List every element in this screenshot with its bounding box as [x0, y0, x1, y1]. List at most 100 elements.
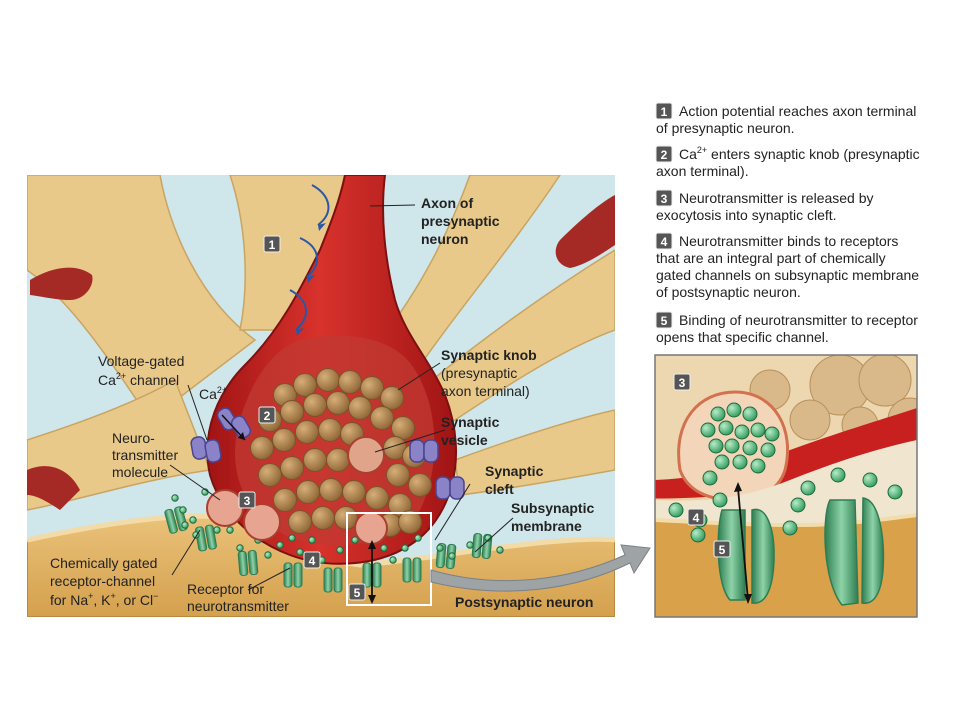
- synaptic-vesicle: [311, 506, 335, 530]
- inset-channel-arrow: [737, 487, 749, 601]
- leader-lines: [169, 204, 514, 591]
- synaptic-vesicle: [316, 368, 340, 392]
- receptor-channel: [402, 557, 422, 583]
- inset-neurotransmitter-molecule: [714, 454, 730, 470]
- step-2-text: Ca2+ enters synaptic knob (presynaptic a…: [656, 145, 924, 179]
- main-synapse-panel: Axon of presynaptic neuron Voltage-gated…: [27, 175, 615, 617]
- channel-open-arrowhead-up: [368, 540, 376, 549]
- synaptic-vesicle: [360, 376, 384, 400]
- badge-2: 2: [258, 406, 276, 424]
- neurotransmitter-molecule: [171, 494, 179, 502]
- axon-label: Axon of presynaptic neuron: [421, 195, 503, 247]
- synaptic-vesicle: [295, 420, 319, 444]
- neurotransmitter-molecule: [389, 556, 397, 564]
- synaptic-vesicle: [386, 463, 410, 487]
- exocytosis-vesicle-mid: [243, 503, 281, 541]
- neurotransmitter-molecule: [308, 536, 316, 544]
- synaptic-vesicle: [326, 391, 350, 415]
- synaptic-vesicle: [319, 478, 343, 502]
- inset-arrowhead-down: [744, 594, 752, 604]
- synaptic-knob-label: Synaptic knob (presynaptic axon terminal…: [441, 347, 541, 399]
- receptor-label: Receptor for neurotransmitter: [187, 581, 289, 614]
- synaptic-vesicle: [250, 436, 274, 460]
- svg-text:2: 2: [661, 148, 668, 162]
- neurotransmitter-molecule: [466, 541, 474, 549]
- neurotransmitter-molecule: [351, 536, 359, 544]
- inset-neurotransmitter-molecule: [750, 458, 766, 474]
- synaptic-vesicle: [326, 448, 350, 472]
- inset-receptor-channel-right: [824, 497, 885, 606]
- inset-neurotransmitter-molecule: [718, 420, 734, 436]
- ca-channel-right-upper: [409, 439, 439, 463]
- inset-receptor-channel-left: [717, 508, 775, 604]
- inset-neurotransmitter-molecule: [734, 424, 750, 440]
- receptor-channel: [283, 562, 303, 588]
- synaptic-vesicle: [272, 428, 296, 452]
- ca-channel-left-lower: [190, 436, 222, 463]
- chemically-gated-channel-label: Chemically gated receptor-channel for Na…: [50, 555, 161, 608]
- synaptic-vesicle: [280, 456, 304, 480]
- step-4-text: Neurotransmitter binds to receptors that…: [656, 233, 923, 300]
- inset-neurotransmitter-molecule: [760, 442, 776, 458]
- badge-1: 1: [263, 235, 281, 253]
- vesicle-fusing-with-membrane: [354, 511, 388, 545]
- inset-neurotransmitter-molecule: [690, 527, 706, 543]
- inset-neurotransmitter-molecule: [726, 402, 742, 418]
- svg-text:5: 5: [661, 314, 668, 328]
- inset-background-vesicle: [789, 399, 831, 441]
- neurotransmitter-molecule: [336, 546, 344, 554]
- neurotransmitter-molecule: [213, 526, 221, 534]
- inset-arrowhead-up: [734, 482, 742, 492]
- step-3: 3 Neurotransmitter is released by exocyt…: [655, 189, 874, 223]
- svg-text:3: 3: [679, 376, 686, 390]
- inset-neurotransmitter-molecule: [742, 406, 758, 422]
- dendrite-branches: [27, 175, 615, 511]
- neurotransmitter-molecule: [448, 552, 456, 560]
- step-5: 5 Binding of neurotransmitter to recepto…: [655, 311, 922, 345]
- inset-neurotransmitter-molecule: [742, 440, 758, 456]
- synaptic-vesicle: [303, 393, 327, 417]
- receptor-channel: [195, 524, 217, 552]
- neurotransmitter-molecule: [401, 544, 409, 552]
- synaptic-vesicle: [273, 488, 297, 512]
- inset-neurotransmitter-molecule: [800, 480, 816, 496]
- synaptic-vesicle: [296, 480, 320, 504]
- step-list: 1 Action potential reaches axon terminal…: [655, 102, 924, 345]
- zoomed-inset-panel: 3 4 5: [655, 355, 917, 617]
- zoom-region-box: [346, 512, 432, 606]
- neurotransmitter-molecule: [226, 526, 234, 534]
- svg-text:3: 3: [661, 192, 668, 206]
- synaptic-vesicle: [258, 463, 282, 487]
- svg-text:5: 5: [354, 586, 361, 600]
- action-potential-arrowheads: [296, 223, 326, 336]
- channel-open-arrowhead-down: [368, 595, 376, 604]
- step-5-text: Binding of neurotransmitter to receptor …: [656, 312, 922, 345]
- neurotransmitter-molecule: [236, 544, 244, 552]
- neurotransmitter-molecule-label: Neuro- transmitter molecule: [112, 430, 182, 480]
- synaptic-vesicle: [293, 373, 317, 397]
- neurotransmitter-molecule: [436, 544, 444, 552]
- svg-text:1: 1: [269, 238, 276, 252]
- synaptic-vesicle: [370, 406, 394, 430]
- postsynaptic-neuron-label: Postsynaptic neuron: [455, 594, 593, 610]
- synaptic-vesicles: [250, 368, 432, 537]
- receptor-channel: [323, 567, 343, 593]
- synaptic-vesicle: [342, 480, 366, 504]
- synaptic-vesicle: [408, 473, 432, 497]
- neurotransmitter-molecule: [181, 521, 189, 529]
- synaptic-vesicle: [280, 400, 304, 424]
- subsynaptic-membrane-label: Subsynaptic membrane: [511, 500, 598, 534]
- synaptic-vesicle: [288, 510, 312, 534]
- synaptic-cleft-label: Synaptic cleft: [485, 463, 547, 497]
- svg-text:1: 1: [661, 105, 668, 119]
- svg-text:5: 5: [719, 543, 726, 557]
- neurotransmitter-molecule: [179, 506, 187, 514]
- inset-neurotransmitter-molecule: [708, 438, 724, 454]
- synaptic-vesicle: [318, 418, 342, 442]
- inset-neurotransmitter-molecule: [830, 467, 846, 483]
- badge-5: 5: [348, 583, 366, 601]
- svg-text:4: 4: [309, 554, 316, 568]
- receptor-channel: [237, 550, 259, 576]
- action-potential-arrows: [289, 184, 330, 331]
